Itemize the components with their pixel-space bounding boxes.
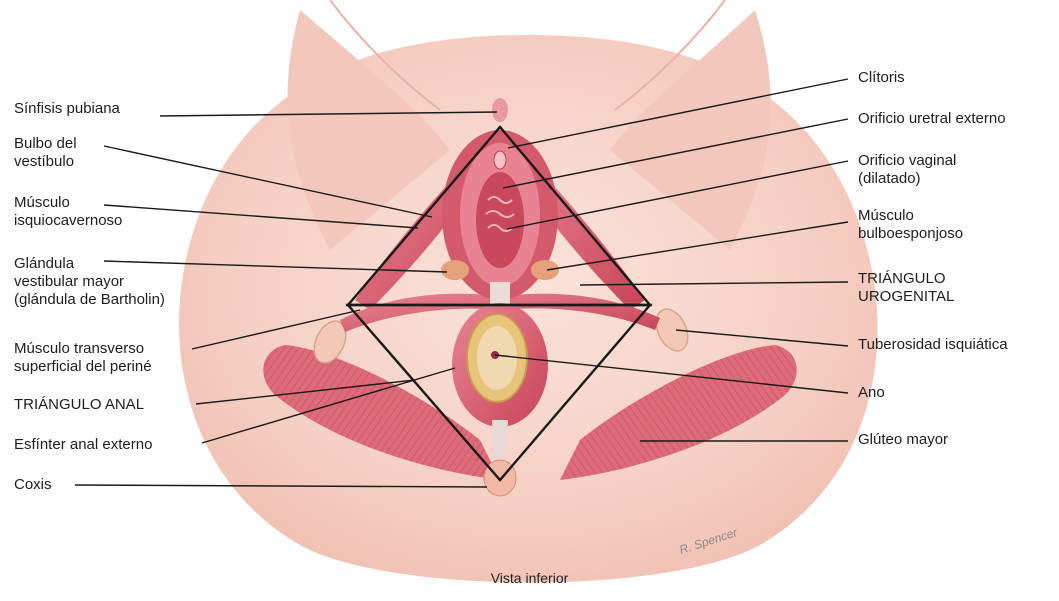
label-vaginal: Orificio vaginal(dilatado) — [858, 152, 956, 188]
label-uretral: Orificio uretral externo — [858, 110, 1006, 128]
label-gluteo: Glúteo mayor — [858, 431, 948, 449]
label-esfinter: Esfínter anal externo — [14, 436, 152, 454]
label-clitoris: Clítoris — [858, 69, 905, 87]
external-anal-sphincter — [452, 303, 548, 427]
skin-background — [179, 0, 878, 583]
label-triangulo-anal: TRIÁNGULO ANAL — [14, 396, 144, 414]
anococcygeal-ligament — [492, 420, 508, 460]
label-tuberosidad: Tuberosidad isquiática — [858, 336, 1008, 354]
label-ano: Ano — [858, 384, 885, 402]
label-coxis: Coxis — [14, 476, 52, 494]
figure-caption: Vista inferior — [0, 570, 1059, 586]
label-sinfisis: Sínfisis pubiana — [14, 100, 120, 118]
